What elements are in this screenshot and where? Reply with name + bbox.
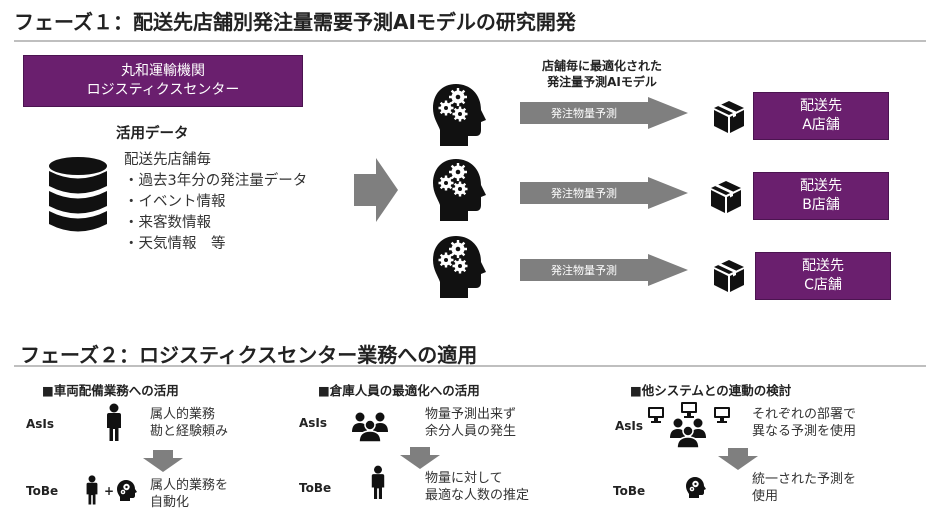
column2-tobe-text: 物量に対して 最適な人数の推定: [425, 470, 529, 504]
forecast-arrow-label: 発注物量予測: [551, 264, 617, 277]
store-c-line2: C店舗: [804, 277, 842, 293]
data-line-4: ・天気情報 等: [124, 236, 226, 252]
store-a-line1: 配送先: [800, 98, 842, 114]
data-line-3: ・来客数情報: [124, 215, 211, 231]
column3-tobe-line2: 使用: [752, 489, 779, 504]
column1-asis-line2: 勘と経験頼み: [150, 424, 229, 439]
forecast-arrow-a: 発注物量予測: [520, 97, 690, 129]
data-line-0: 配送先店舗毎: [124, 152, 211, 168]
store-b-line1: 配送先: [800, 178, 842, 194]
column2-asis-text: 物量予測出来ず 余分人員の発生: [425, 406, 516, 440]
down-arrow-icon: [143, 450, 183, 472]
ai-head-gears-icon: [117, 479, 137, 502]
column3-asis-line2: 異なる予測を使用: [752, 424, 857, 439]
plus-sign: +: [104, 484, 115, 498]
forecast-arrow-c: 発注物量予測: [520, 254, 690, 286]
column3-asis-line1: それぞれの部署で: [752, 407, 857, 422]
database-icon: [48, 156, 108, 234]
column2-tobe-line2: 最適な人数の推定: [425, 488, 530, 503]
store-b-line2: B店舗: [802, 197, 840, 213]
phase1-title: フェーズ１：配送先店舗別発注量需要予測AIモデルの研究開発: [14, 10, 576, 34]
data-line-2: ・イベント情報: [124, 194, 226, 210]
column1-tobe-line2: 自動化: [150, 495, 190, 510]
column1-heading: ■車両配備業務への活用: [42, 383, 179, 398]
logistics-center-line1: 丸和運輸機関: [121, 63, 205, 79]
box-icon: [713, 100, 745, 134]
column1-asis-text: 属人的業務 勘と経験頼み: [150, 406, 228, 440]
column2-asis-line2: 余分人員の発生: [425, 424, 517, 439]
data-heading: 活用データ: [116, 126, 189, 142]
person-icon: [85, 475, 99, 506]
column3-heading: ■他システムとの連動の検討: [630, 383, 792, 398]
column3-tobe-text: 統一された予測を 使用: [752, 471, 856, 505]
store-box-a: 配送先 A店舗: [753, 92, 889, 140]
phase2-title: フェーズ２：ロジスティクスセンター業務への適用: [20, 343, 478, 367]
model-caption: 店舗毎に最適化された 発注量予測AIモデル: [512, 58, 692, 90]
column2-asis-line1: 物量予測出来ず: [425, 407, 517, 422]
down-arrow-icon: [400, 447, 440, 469]
group-icon: [668, 417, 708, 449]
store-box-b: 配送先 B店舗: [753, 172, 889, 220]
ai-head-gears-icon: [686, 476, 706, 499]
ai-head-gears-icon: [431, 234, 488, 300]
store-c-line1: 配送先: [802, 258, 844, 274]
data-list: 配送先店舗毎 ・過去3年分の発注量データ ・イベント情報 ・来客数情報 ・天気情…: [124, 150, 307, 255]
phase1-divider: [14, 40, 926, 42]
computer-icon: [681, 402, 697, 418]
column2-asis-label: AsIs: [299, 416, 328, 430]
phase2-divider: [14, 365, 926, 367]
computer-icon: [714, 407, 730, 423]
data-line-1: ・過去3年分の発注量データ: [124, 173, 308, 189]
forecast-arrow-label: 発注物量予測: [551, 107, 617, 120]
column3-tobe-line1: 統一された予測を: [752, 472, 857, 487]
store-a-line2: A店舗: [802, 117, 840, 133]
person-icon: [370, 465, 386, 501]
column1-asis-label: AsIs: [26, 417, 55, 431]
computer-icon: [648, 407, 664, 423]
column2-heading: ■倉庫人員の最適化への活用: [318, 383, 480, 398]
column3-asis-text: それぞれの部署で 異なる予測を使用: [752, 406, 856, 440]
column3-tobe-label: ToBe: [613, 484, 646, 498]
column2-tobe-line1: 物量に対して: [425, 471, 503, 486]
forecast-arrow-label: 発注物量予測: [551, 187, 617, 200]
model-caption-line1: 店舗毎に最適化された: [541, 59, 662, 73]
forecast-arrow-b: 発注物量予測: [520, 177, 690, 209]
store-box-c: 配送先 C店舗: [755, 252, 891, 300]
ai-head-gears-icon: [431, 157, 488, 223]
box-icon: [713, 259, 745, 293]
flow-arrow: [354, 158, 398, 222]
logistics-center-line2: ロジスティクスセンター: [86, 82, 240, 98]
column3-asis-label: AsIs: [615, 419, 644, 433]
down-arrow-icon: [718, 448, 758, 470]
column1-tobe-label: ToBe: [26, 484, 59, 498]
group-icon: [350, 411, 390, 443]
column1-tobe-line1: 属人的業務を: [150, 478, 229, 493]
ai-head-gears-icon: [431, 82, 488, 148]
box-icon: [710, 180, 742, 214]
column1-asis-line1: 属人的業務: [150, 407, 216, 422]
person-icon: [105, 403, 123, 443]
logistics-center-box: 丸和運輸機関 ロジスティクスセンター: [23, 55, 303, 107]
model-caption-line2: 発注量予測AIモデル: [547, 75, 657, 89]
column1-tobe-text: 属人的業務を 自動化: [150, 477, 228, 511]
column2-tobe-label: ToBe: [299, 481, 332, 495]
